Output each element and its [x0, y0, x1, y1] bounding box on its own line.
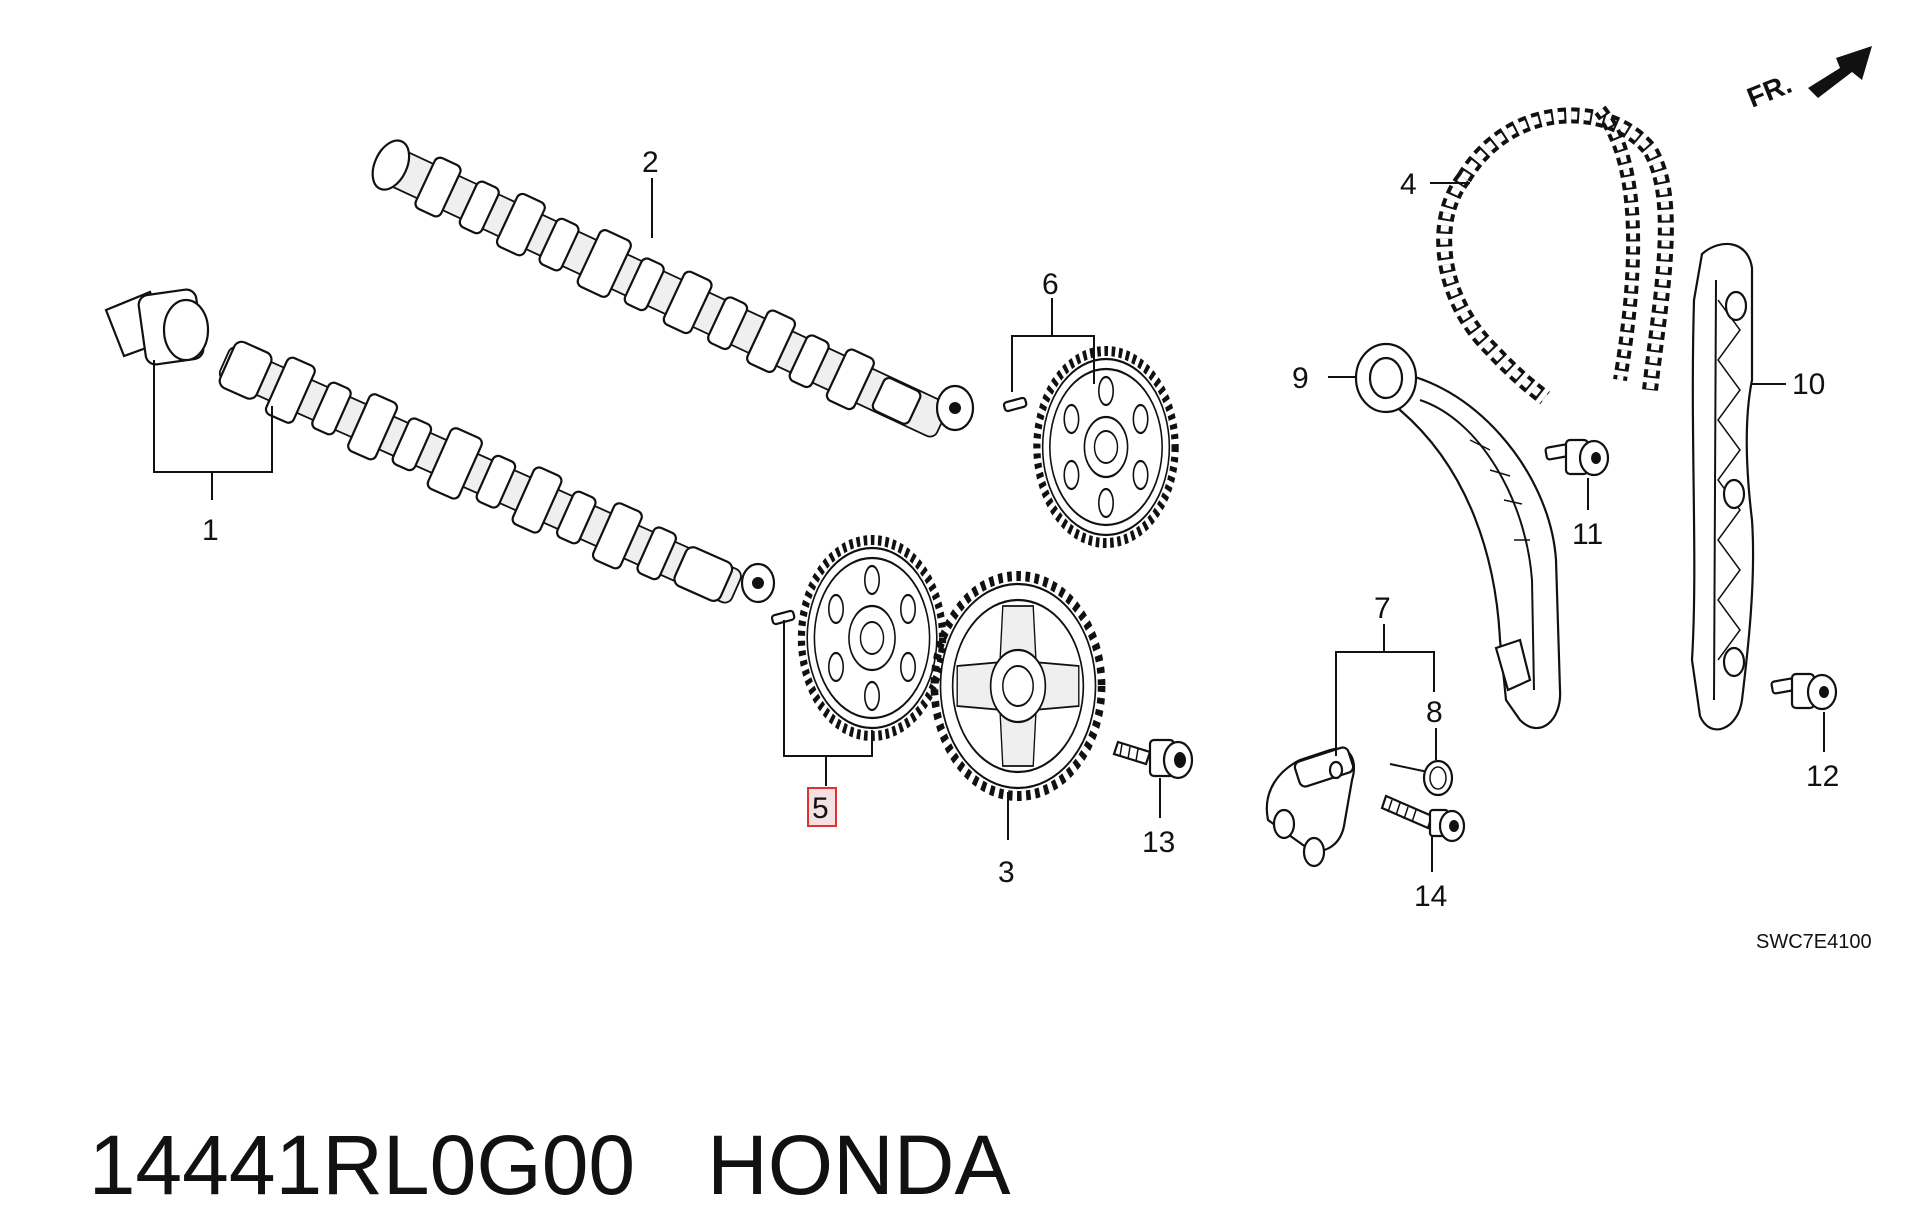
callout-14[interactable]: 14: [1414, 880, 1447, 913]
part-number: 14441RL0G00: [88, 1118, 636, 1212]
leader-lines: [153, 178, 1825, 872]
callout-4[interactable]: 4: [1400, 168, 1417, 201]
dowel-pin-upper: [1002, 396, 1028, 413]
footer-caption: 14441RL0G00 HONDA: [42, 1020, 1011, 1214]
callout-8[interactable]: 8: [1426, 696, 1443, 729]
callout-10[interactable]: 10: [1792, 368, 1825, 401]
arrow-icon: [1808, 46, 1872, 98]
callout-labels: 1 2 3 4 5 6 7 8 9 10 11 12 13 14: [202, 146, 1839, 913]
bolt-14: [1380, 794, 1466, 843]
chain-tensioner: [1265, 746, 1356, 868]
bolt-12: [1770, 672, 1838, 711]
chain-guide: [1690, 242, 1755, 731]
sprocket-upper: [1033, 346, 1179, 548]
callout-13[interactable]: 13: [1142, 826, 1175, 859]
callout-5[interactable]: 5: [812, 792, 829, 825]
callout-11[interactable]: 11: [1572, 518, 1603, 551]
tensioner-arm: [1354, 342, 1562, 730]
timing-chain: [1436, 105, 1674, 405]
front-direction-indicator: FR.: [1743, 46, 1872, 114]
bolt-13: [1112, 738, 1194, 780]
bolt-11: [1544, 438, 1610, 477]
callout-5-highlight: [807, 787, 837, 827]
callout-7[interactable]: 7: [1374, 592, 1391, 625]
callout-2[interactable]: 2: [642, 146, 659, 179]
parts-diagram: FR.: [104, 46, 1872, 953]
sprocket-lower: [797, 535, 947, 741]
vtc-sprocket: [930, 571, 1106, 801]
clip-8: [1389, 759, 1454, 797]
callout-12[interactable]: 12: [1806, 760, 1839, 793]
callout-3[interactable]: 3: [998, 856, 1015, 889]
direction-label: FR.: [1743, 68, 1796, 114]
figure-code: SWC7E4100: [1756, 931, 1872, 953]
camshaft-lower: [104, 288, 776, 604]
callout-1[interactable]: 1: [202, 514, 219, 547]
callout-6[interactable]: 6: [1042, 268, 1059, 301]
callout-9[interactable]: 9: [1292, 362, 1309, 395]
brand-name: HONDA: [707, 1118, 1011, 1212]
camshaft-upper: [371, 139, 975, 438]
